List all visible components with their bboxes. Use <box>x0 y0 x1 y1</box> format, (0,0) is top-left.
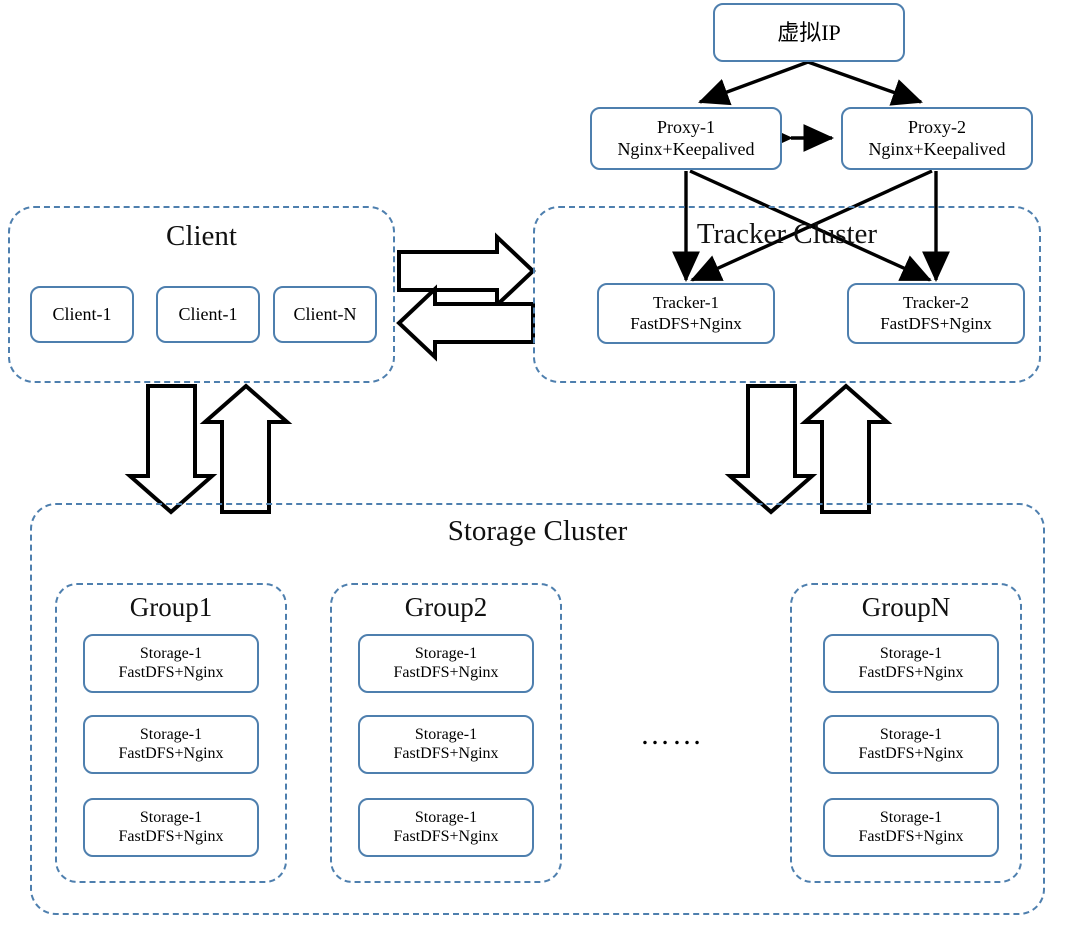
storage-group-1-node-2[interactable]: Storage-1 FastDFS+Nginx <box>83 715 259 774</box>
storage-group-n-node-3[interactable]: Storage-1 FastDFS+Nginx <box>823 798 999 857</box>
tracker-2-stack: FastDFS+Nginx <box>880 313 992 333</box>
block-arrow-storage-to-tracker <box>799 383 893 514</box>
block-arrow-storage-to-client <box>199 383 293 514</box>
storage-group-2-node-1[interactable]: Storage-1 FastDFS+Nginx <box>358 634 534 693</box>
storage-g1-n2-name: Storage-1 <box>139 725 203 743</box>
storage-group-n <box>790 583 1022 883</box>
client-node-2-label: Client-1 <box>178 303 238 324</box>
tracker-2-name: Tracker-2 <box>902 293 970 313</box>
storage-group-2-title: Group2 <box>404 592 488 622</box>
storage-g2-n2-stack: FastDFS+Nginx <box>393 744 499 762</box>
storage-group-n-node-1[interactable]: Storage-1 FastDFS+Nginx <box>823 634 999 693</box>
edge-vip-to-proxy2 <box>807 60 923 106</box>
storage-g1-n3-name: Storage-1 <box>139 808 203 826</box>
block-arrow-client-to-storage <box>124 384 218 515</box>
storage-gn-n1-stack: FastDFS+Nginx <box>858 663 964 681</box>
proxy-2-name: Proxy-2 <box>908 117 966 138</box>
client-node-1-label: Client-1 <box>52 303 112 324</box>
tracker-1-name: Tracker-1 <box>652 293 720 313</box>
proxy-1-stack: Nginx+Keepalived <box>617 138 755 159</box>
tracker-1-stack: FastDFS+Nginx <box>630 313 742 333</box>
client-zone <box>8 206 395 383</box>
storage-gn-n3-name: Storage-1 <box>879 808 943 826</box>
storage-g1-n2-stack: FastDFS+Nginx <box>118 744 224 762</box>
storage-g1-n3-stack: FastDFS+Nginx <box>118 827 224 845</box>
storage-g1-n1-name: Storage-1 <box>139 644 203 662</box>
storage-g2-n1-stack: FastDFS+Nginx <box>393 663 499 681</box>
storage-gn-n2-name: Storage-1 <box>879 725 943 743</box>
storage-zone-title: Storage Cluster <box>447 515 628 547</box>
storage-group-1-node-3[interactable]: Storage-1 FastDFS+Nginx <box>83 798 259 857</box>
block-arrow-tracker-to-storage <box>724 384 818 515</box>
proxy-1-node[interactable]: Proxy-1 Nginx+Keepalived <box>590 107 782 170</box>
storage-group-n-title: GroupN <box>861 592 951 622</box>
proxy-2-node[interactable]: Proxy-2 Nginx+Keepalived <box>841 107 1033 170</box>
proxy-1-name: Proxy-1 <box>657 117 715 138</box>
client-node-n-label: Client-N <box>293 303 357 324</box>
storage-group-1 <box>55 583 287 883</box>
storage-group-1-title: Group1 <box>129 592 213 622</box>
client-node-1[interactable]: Client-1 <box>30 286 134 343</box>
edge-vip-to-proxy1 <box>698 60 809 106</box>
storage-group-2 <box>330 583 562 883</box>
block-arrow-tracker-to-client <box>396 284 535 362</box>
storage-g2-n1-name: Storage-1 <box>414 644 478 662</box>
storage-g2-n3-stack: FastDFS+Nginx <box>393 827 499 845</box>
block-arrow-client-to-tracker <box>397 232 536 310</box>
storage-group-1-node-1[interactable]: Storage-1 FastDFS+Nginx <box>83 634 259 693</box>
tracker-1-node[interactable]: Tracker-1 FastDFS+Nginx <box>597 283 775 344</box>
proxy-2-stack: Nginx+Keepalived <box>868 138 1006 159</box>
storage-gn-n2-stack: FastDFS+Nginx <box>858 744 964 762</box>
storage-gn-n1-name: Storage-1 <box>879 644 943 662</box>
tracker-zone-title: Tracker Cluster <box>696 218 878 250</box>
storage-g2-n2-name: Storage-1 <box>414 725 478 743</box>
storage-group-n-node-2[interactable]: Storage-1 FastDFS+Nginx <box>823 715 999 774</box>
tracker-2-node[interactable]: Tracker-2 FastDFS+Nginx <box>847 283 1025 344</box>
storage-group-2-node-2[interactable]: Storage-1 FastDFS+Nginx <box>358 715 534 774</box>
storage-gn-n3-stack: FastDFS+Nginx <box>858 827 964 845</box>
client-zone-title: Client <box>166 220 237 252</box>
storage-g2-n3-name: Storage-1 <box>414 808 478 826</box>
client-node-n[interactable]: Client-N <box>273 286 377 343</box>
virtual-ip-node[interactable]: 虚拟IP <box>713 3 905 62</box>
storage-group-2-node-3[interactable]: Storage-1 FastDFS+Nginx <box>358 798 534 857</box>
groups-ellipsis: …… <box>640 718 704 751</box>
client-node-2[interactable]: Client-1 <box>156 286 260 343</box>
storage-g1-n1-stack: FastDFS+Nginx <box>118 663 224 681</box>
virtual-ip-label: 虚拟IP <box>777 19 841 45</box>
storage-zone <box>30 503 1045 915</box>
